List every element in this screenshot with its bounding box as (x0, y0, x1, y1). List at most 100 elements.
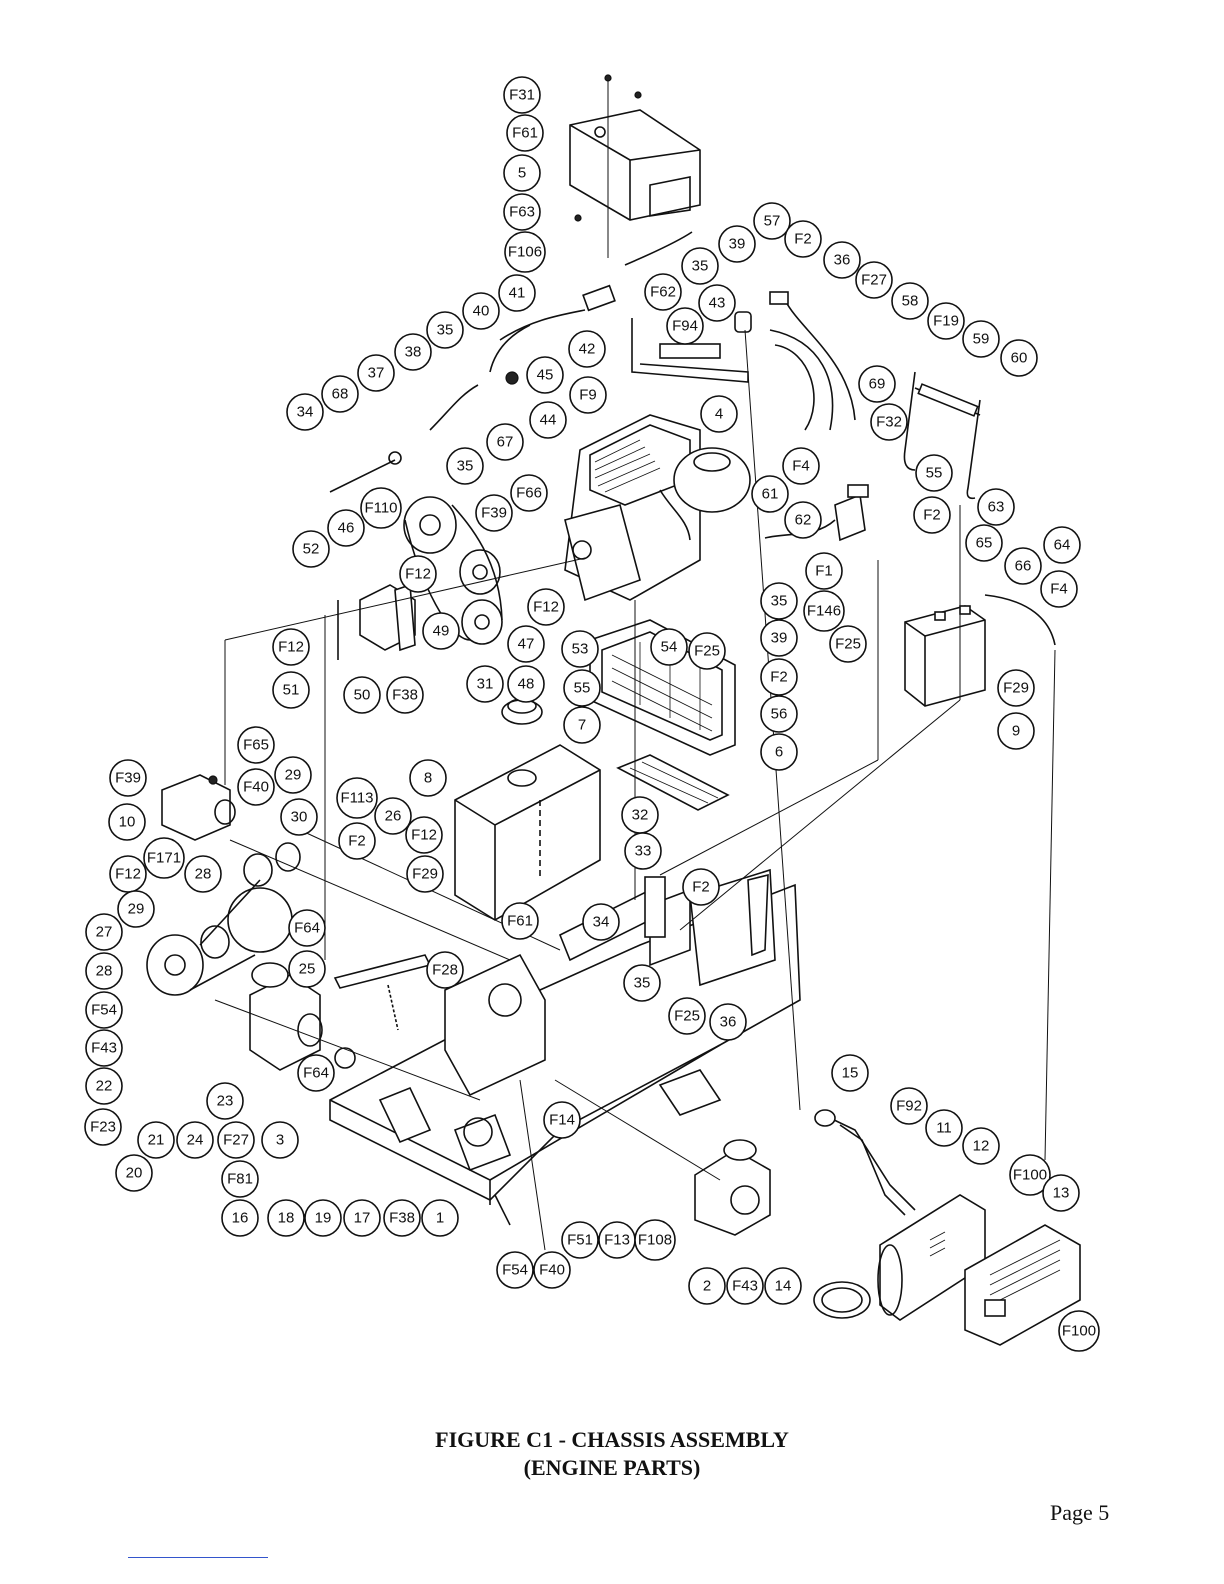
callout-27: 27 (85, 913, 123, 951)
figure-subtitle: (ENGINE PARTS) (523, 1455, 701, 1480)
callout-f1: F1 (805, 552, 843, 590)
wheel-motor-right (694, 1139, 771, 1236)
wiring-harness (769, 291, 856, 431)
callout-label: 60 (1011, 350, 1028, 367)
callout-f146: F146 (803, 590, 845, 632)
callout-3: 3 (261, 1121, 299, 1159)
exploded-assembly-diagram: F31F615F63F1063957F236F27354140F624358F1… (84, 74, 1100, 1352)
callout-label: 41 (509, 285, 526, 302)
callout-31: 31 (466, 665, 504, 703)
callout-f31: F31 (503, 76, 541, 114)
callout-label: F12 (533, 599, 559, 616)
callout-label: F54 (91, 1002, 117, 1019)
callout-35: 35 (760, 582, 798, 620)
callout-label: F61 (512, 125, 538, 142)
figure-title: FIGURE C1 - CHASSIS ASSEMBLY (435, 1427, 789, 1452)
callout-label: 55 (574, 680, 591, 697)
callout-19: 19 (304, 1199, 342, 1237)
callout-39: 39 (760, 619, 798, 657)
pulley-belt-set (403, 496, 503, 645)
callout-f2: F2 (913, 496, 951, 534)
callout-2: 2 (688, 1267, 726, 1305)
callout-f40: F40 (237, 768, 275, 806)
callout-f113: F113 (336, 777, 378, 819)
callout-8: 8 (409, 759, 447, 797)
callout-label: F25 (835, 636, 861, 653)
callout-65: 65 (965, 524, 1003, 562)
callout-label: 35 (437, 322, 454, 339)
callout-label: 34 (593, 914, 610, 931)
callout-label: F12 (278, 639, 304, 656)
belt-tensioner-bracket (337, 583, 416, 660)
callout-f29: F29 (406, 855, 444, 893)
callout-67: 67 (486, 423, 524, 461)
callout-37: 37 (357, 354, 395, 392)
callout-label: 3 (276, 1132, 284, 1149)
callout-label: F64 (303, 1065, 329, 1082)
callout-label: 30 (291, 809, 308, 826)
callout-f94: F94 (666, 307, 704, 345)
callout-label: 12 (973, 1138, 990, 1155)
callout-label: 56 (771, 706, 788, 723)
callout-12: 12 (962, 1127, 1000, 1165)
callout-f38: F38 (386, 676, 424, 714)
callout-label: 35 (634, 975, 651, 992)
top-bracket-cover (569, 74, 701, 222)
callout-label: 69 (869, 376, 886, 393)
callout-label: F38 (392, 687, 418, 704)
callout-label: 37 (368, 365, 385, 382)
callout-label: F40 (539, 1262, 565, 1279)
callout-label: 5 (518, 165, 526, 182)
callout-f13: F13 (598, 1221, 636, 1259)
callout-32: 32 (621, 796, 659, 834)
callout-label: 52 (303, 541, 320, 558)
callout-label: 43 (709, 295, 726, 312)
callout-21: 21 (137, 1121, 175, 1159)
callout-label: 36 (834, 252, 851, 269)
callout-label: 28 (195, 866, 212, 883)
callout-68: 68 (321, 375, 359, 413)
battery-tray (616, 754, 730, 811)
callout-f4: F4 (782, 447, 820, 485)
callout-39: 39 (718, 225, 756, 263)
callout-label: F28 (432, 962, 458, 979)
callout-f65: F65 (237, 726, 275, 764)
callout-label: 63 (988, 499, 1005, 516)
callout-label: 58 (902, 293, 919, 310)
callout-label: 47 (518, 636, 535, 653)
sheave-set (146, 842, 301, 996)
callout-label: 68 (332, 386, 349, 403)
callout-label: 11 (936, 1120, 952, 1137)
callout-6: 6 (760, 733, 798, 771)
muffler-clamp (813, 1281, 871, 1319)
callout-label: 50 (354, 687, 371, 704)
callout-label: 36 (720, 1014, 737, 1031)
battery-hold-down (903, 371, 981, 500)
callout-label: F25 (674, 1008, 700, 1025)
callout-label: 29 (128, 901, 145, 918)
callout-40: 40 (462, 292, 500, 330)
callout-f29: F29 (997, 669, 1035, 707)
callout-label: 4 (715, 406, 723, 423)
callout-57: 57 (753, 202, 791, 240)
callout-f19: F19 (927, 302, 965, 340)
callout-label: F2 (770, 669, 788, 686)
callout-f2: F2 (682, 868, 720, 906)
callout-f12: F12 (527, 588, 565, 626)
callout-34: 34 (286, 393, 324, 431)
callout-48: 48 (507, 665, 545, 703)
callout-label: F108 (638, 1232, 672, 1249)
callout-label: 34 (297, 404, 314, 421)
callout-f23: F23 (84, 1108, 122, 1146)
callout-label: 7 (578, 717, 586, 734)
callout-50: 50 (343, 676, 381, 714)
callout-35: 35 (426, 311, 464, 349)
callout-45: 45 (526, 356, 564, 394)
callout-label: 51 (283, 682, 300, 699)
callout-49: 49 (422, 612, 460, 650)
callout-label: 22 (96, 1078, 113, 1095)
callout-label: 65 (976, 535, 993, 552)
callout-label: F27 (223, 1132, 249, 1149)
callout-label: F29 (412, 866, 438, 883)
callout-label: F64 (294, 920, 320, 937)
